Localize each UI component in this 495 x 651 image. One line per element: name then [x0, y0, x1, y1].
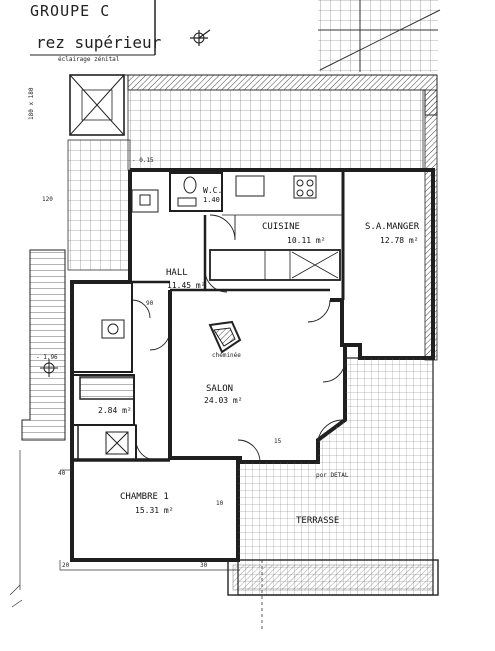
dimension-015: - 0.15: [132, 157, 154, 164]
kitchen-fixtures: [235, 175, 317, 199]
terrasse-label: TERRASSE: [296, 516, 340, 526]
lighting-note: éclairage zénital: [58, 56, 120, 63]
wc-area: 1.40: [203, 196, 220, 204]
stair-block: [79, 376, 135, 400]
salon-label: SALON: [206, 384, 234, 394]
west-pergola: [67, 139, 131, 271]
bathroom-area: 2.84 m²: [98, 406, 132, 415]
door-swings: [131, 214, 346, 463]
fireplace-label: cheminée: [212, 352, 241, 359]
chambre-label: CHAMBRE 1: [120, 492, 169, 502]
dimension-10: 10: [216, 500, 224, 507]
cuisine-label: CUISINE: [262, 222, 300, 232]
dimension-20: 20: [62, 562, 70, 569]
dining-area: 12.78 m²: [380, 236, 419, 245]
west-exterior-stair: [21, 249, 66, 441]
bathroom-fixtures: [101, 176, 197, 455]
dimension-30: 30: [200, 562, 208, 569]
group-label: GROUPE C: [30, 2, 111, 20]
north-pergola: [127, 89, 424, 171]
dining-label: S.A.MANGER: [365, 222, 420, 232]
north-stair: [318, 0, 441, 72]
north-arrow-icon: [190, 29, 211, 46]
dimension-90: 90: [146, 300, 154, 307]
skylight: [69, 74, 125, 136]
wc-label: W.C.: [203, 186, 223, 195]
level-title: rez supérieur: [36, 33, 162, 52]
title-block-frame: [30, 0, 156, 56]
dimension-196: - 1.96: [36, 354, 58, 361]
door-detail-note: por DETAL: [316, 472, 349, 479]
skylight-dimension: 180 x 180: [28, 87, 35, 120]
chambre-area: 15.31 m²: [135, 506, 174, 515]
dimension-40: 40: [58, 470, 66, 477]
salon-area: 24.03 m²: [204, 396, 243, 405]
cuisine-area: 10.11 m²: [287, 236, 326, 245]
hall-label: HALL: [166, 268, 188, 278]
dimension-15: 15: [274, 438, 282, 445]
terrace: [227, 357, 439, 630]
dimension-lines: [9, 450, 240, 608]
hall-area: 11.45 m²: [167, 281, 206, 290]
dimension-120: 120: [42, 196, 53, 203]
fireplace: [208, 320, 242, 354]
